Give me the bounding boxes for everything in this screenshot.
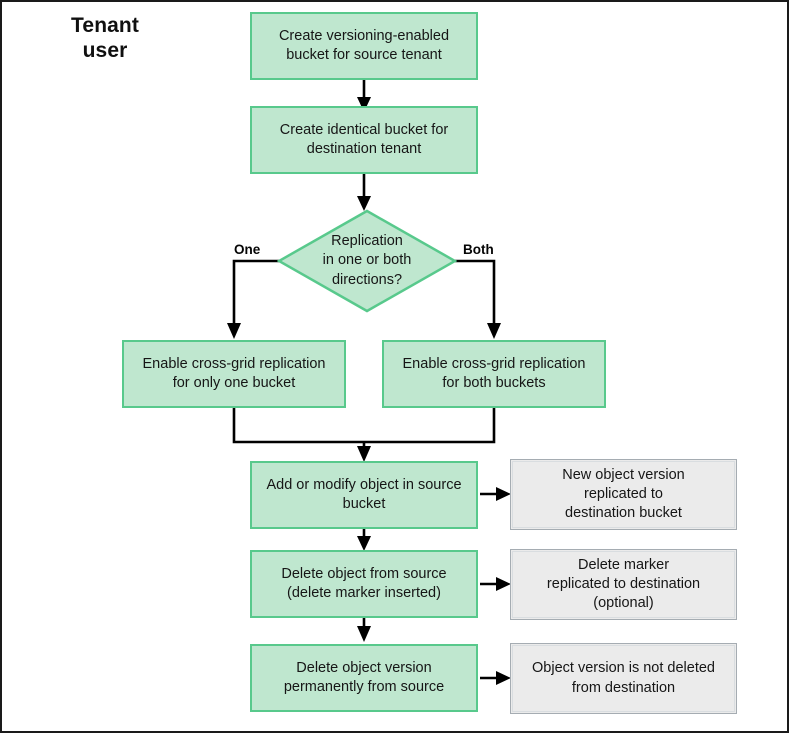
node-add-or-modify-object[interactable]: Add or modify object in source bucket — [250, 461, 478, 529]
node-delete-object-line1: Delete object from source — [281, 565, 447, 582]
node-result-delete-marker-line3: (optional) — [593, 595, 654, 612]
node-result-delete-marker-line2: replicated to destination — [546, 575, 701, 592]
node-result-new-version-line1: New object version — [562, 466, 685, 483]
node-enable-both-line2: for both buckets — [442, 375, 546, 391]
node-add-modify-line2: bucket — [342, 496, 386, 512]
node-delete-object-from-source[interactable]: Delete object from source (delete marker… — [250, 550, 478, 618]
node-enable-replication-both-buckets[interactable]: Enable cross-grid replication for both b… — [382, 340, 606, 408]
node-create-versioned-bucket-line2: bucket for source tenant — [286, 47, 442, 63]
node-delete-object-version[interactable]: Delete object version permanently from s… — [250, 644, 478, 712]
node-enable-one-line1: Enable cross-grid replication — [142, 355, 326, 372]
node-result-delete-marker-line1: Delete marker — [577, 556, 670, 573]
node-enable-replication-one-bucket[interactable]: Enable cross-grid replication for only o… — [122, 340, 346, 408]
node-add-modify-line1: Add or modify object in source — [266, 476, 462, 493]
node-result-not-deleted-line1: Object version is not deleted — [532, 660, 715, 677]
node-result-not-deleted-line2: from destination — [571, 679, 676, 696]
node-delete-version-line1: Delete object version — [296, 659, 432, 676]
node-enable-one-line2: for only one bucket — [172, 375, 296, 391]
node-result-new-version-line2: replicated to — [584, 485, 663, 502]
node-create-versioned-bucket-line1: Create versioning-enabled — [278, 27, 450, 44]
node-delete-object-line2: (delete marker inserted) — [287, 585, 441, 601]
page-title: Tenant user — [20, 14, 190, 64]
node-result-delete-marker: Delete marker replicated to destination … — [510, 549, 737, 620]
branch-label-one: One — [234, 242, 261, 257]
node-result-version-not-deleted: Object version is not deleted from desti… — [510, 643, 737, 714]
node-create-identical-bucket[interactable]: Create identical bucket for destination … — [250, 106, 478, 174]
node-create-identical-bucket-line1: Create identical bucket for — [279, 121, 449, 138]
page-title-line1: Tenant — [71, 14, 139, 37]
node-create-versioned-bucket[interactable]: Create versioning-enabled bucket for sou… — [250, 12, 478, 80]
node-decision-replication-direction[interactable]: Replication in one or both directions? — [277, 209, 457, 313]
branch-label-both: Both — [463, 242, 494, 257]
node-delete-version-line2: permanently from source — [283, 679, 445, 695]
page-title-line2: user — [82, 38, 128, 62]
node-enable-both-line1: Enable cross-grid replication — [402, 355, 586, 372]
node-create-identical-bucket-line2: destination tenant — [306, 141, 422, 157]
diamond-shape — [277, 209, 457, 313]
node-result-new-object-version: New object version replicated to destina… — [510, 459, 737, 530]
node-result-new-version-line3: destination bucket — [565, 505, 682, 522]
